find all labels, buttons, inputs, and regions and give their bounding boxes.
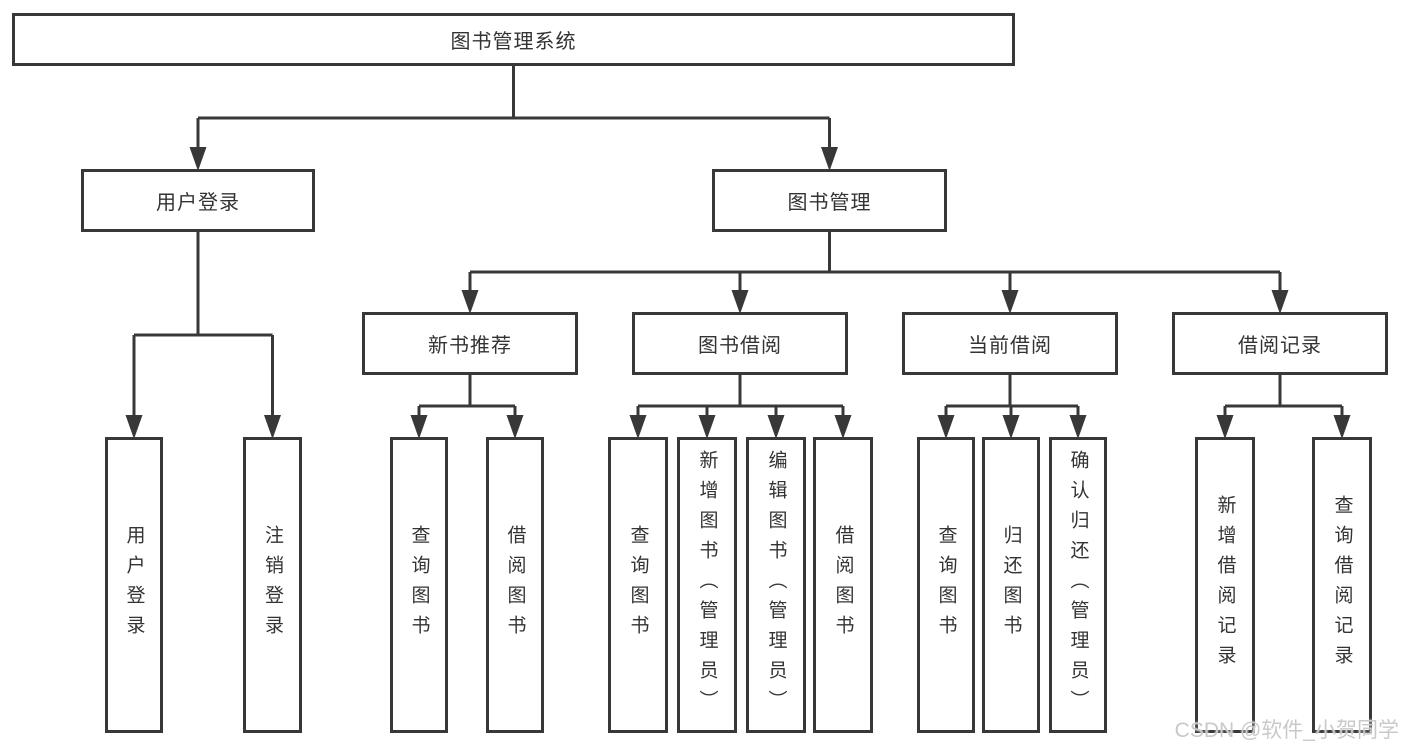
node-label: 图书管理 [787,192,872,214]
node-confirm-return-admin: 确认归还（管理员） [1049,437,1107,733]
node-label: 编辑图书（管理员） [765,450,787,720]
node-label: 查询图书 [935,525,957,645]
node-label: 归还图书 [1000,525,1022,645]
node-book-management: 图书管理 [712,169,947,232]
node-new-book-recommendation: 新书推荐 [362,312,578,375]
node-label: 借阅图书 [832,525,854,645]
node-query-books-current: 查询图书 [917,437,975,733]
node-label: 图书管理系统 [450,31,577,53]
node-label: 用户登录 [123,525,145,645]
node-logout-action: 注销登录 [243,437,302,733]
node-label: 查询图书 [408,525,430,645]
node-borrow-books-borrowing: 借阅图书 [813,437,873,733]
node-label: 确认归还（管理员） [1067,450,1089,720]
node-query-borrowing-record: 查询借阅记录 [1312,437,1372,733]
node-user-login-action: 用户登录 [105,437,163,733]
node-label: 注销登录 [262,525,283,645]
node-label: 用户登录 [156,192,240,214]
node-add-borrowing-record: 新增借阅记录 [1195,437,1255,733]
node-user-login: 用户登录 [81,169,315,232]
node-edit-books-admin: 编辑图书（管理员） [746,437,806,733]
node-borrowing-records: 借阅记录 [1172,312,1388,375]
node-book-borrowing: 图书借阅 [632,312,848,375]
node-label: 当前借阅 [968,335,1052,357]
node-query-books-borrowing: 查询图书 [608,437,668,733]
node-query-books-recommend: 查询图书 [390,437,448,733]
node-label: 查询借阅记录 [1331,495,1353,675]
node-current-borrowing: 当前借阅 [902,312,1118,375]
node-add-books-admin: 新增图书（管理员） [677,437,737,733]
arrowhead-icon [125,147,1351,439]
node-label: 借阅图书 [504,525,526,645]
node-label: 图书借阅 [698,335,782,357]
node-borrow-books-recommend: 借阅图书 [486,437,544,733]
watermark: CSDN @软件_小贺同学 [1174,719,1399,742]
node-label: 查询图书 [627,525,649,645]
node-label: 新增图书（管理员） [696,450,718,720]
node-label: 新书推荐 [428,335,512,357]
node-label: 借阅记录 [1238,335,1322,357]
edge-lines [132,66,1344,417]
node-library-management-system: 图书管理系统 [12,13,1015,66]
node-label: 新增借阅记录 [1214,495,1236,675]
node-return-books: 归还图书 [982,437,1040,733]
